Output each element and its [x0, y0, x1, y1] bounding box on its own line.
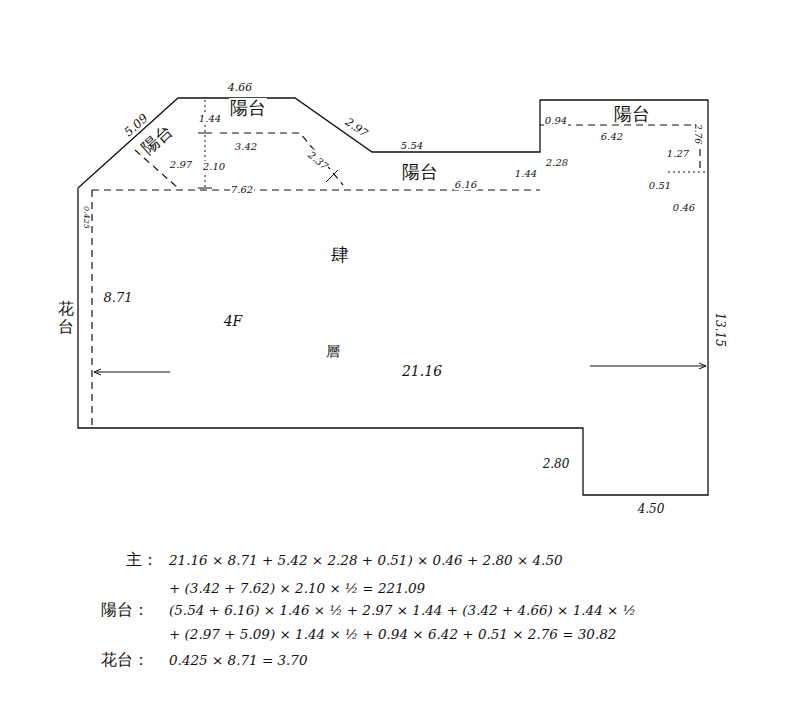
- dimension-label: 7.62: [230, 184, 254, 195]
- dimension-line: [668, 172, 708, 173]
- area-formula: 21.16 × 8.71 + 5.42 × 2.28 + 0.51) × 0.4…: [168, 553, 564, 568]
- dimension-label: 8.71: [103, 291, 134, 305]
- area-label: 陽台: [613, 104, 651, 124]
- dimension-label: 2.10: [202, 161, 226, 172]
- area-label: 陽台: [401, 162, 439, 182]
- area-formula: (5.54 + 6.16) × 1.46 × ½ + 2.97 × 1.44 +…: [168, 603, 637, 618]
- area-label: 層: [325, 344, 341, 359]
- dimension-label: 2.97: [342, 115, 371, 140]
- dimension-label: 4F: [223, 314, 244, 329]
- dimension-label: 2.76: [692, 123, 702, 145]
- dimension-label: 0.425: [81, 205, 90, 230]
- dimension-label: 2.37: [305, 148, 331, 172]
- dimension-label: 13.15: [712, 312, 725, 348]
- area-formula: + (3.42 + 7.62) × 2.10 × ½ = 221.09: [168, 581, 426, 596]
- dimension-label: 6.16: [454, 179, 478, 190]
- area-label: 主：: [125, 551, 159, 569]
- dimension-label: 0.46: [672, 202, 696, 213]
- dimension-label: 6.42: [600, 131, 624, 142]
- dimension-tick: [326, 170, 338, 182]
- area-label: 陽台：: [100, 601, 150, 619]
- dimension-label: 3.42: [234, 141, 258, 152]
- balcony-boundary: [220, 133, 343, 185]
- dimension-label: 2.97: [169, 159, 193, 170]
- area-label: 肆: [330, 245, 350, 265]
- area-formula: + (2.97 + 5.09) × 1.44 × ½ + 0.94 × 6.42…: [168, 627, 617, 642]
- dimension-label: 21.16: [401, 364, 443, 379]
- dimension-tick: [198, 188, 212, 189]
- balcony-boundary: [92, 189, 540, 190]
- dimension-tick: [198, 133, 212, 134]
- dimension-label: 4.66: [227, 82, 254, 94]
- dimension-label: 0.94: [544, 115, 568, 126]
- dimension-label: 1.27: [666, 148, 690, 159]
- dimension-label: 4.50: [637, 503, 666, 516]
- area-label: 陽台: [229, 98, 267, 118]
- dimension-arrow: [590, 366, 706, 367]
- area-label: 花台: [57, 300, 75, 335]
- building-outline: [78, 98, 708, 495]
- dimension-label: 5.54: [400, 140, 424, 151]
- dimension-label: 2.80: [542, 458, 571, 471]
- dimension-label: 1.44: [198, 113, 222, 124]
- dimension-label: 2.28: [545, 157, 569, 168]
- dimension-label: 1.44: [514, 168, 538, 179]
- area-label: 花台：: [100, 651, 150, 669]
- dimension-label: 0.51: [648, 180, 672, 191]
- area-formula: 0.425 × 8.71 = 3.70: [168, 653, 309, 668]
- dimension-arrow: [94, 372, 170, 373]
- planter-boundary: [91, 190, 92, 428]
